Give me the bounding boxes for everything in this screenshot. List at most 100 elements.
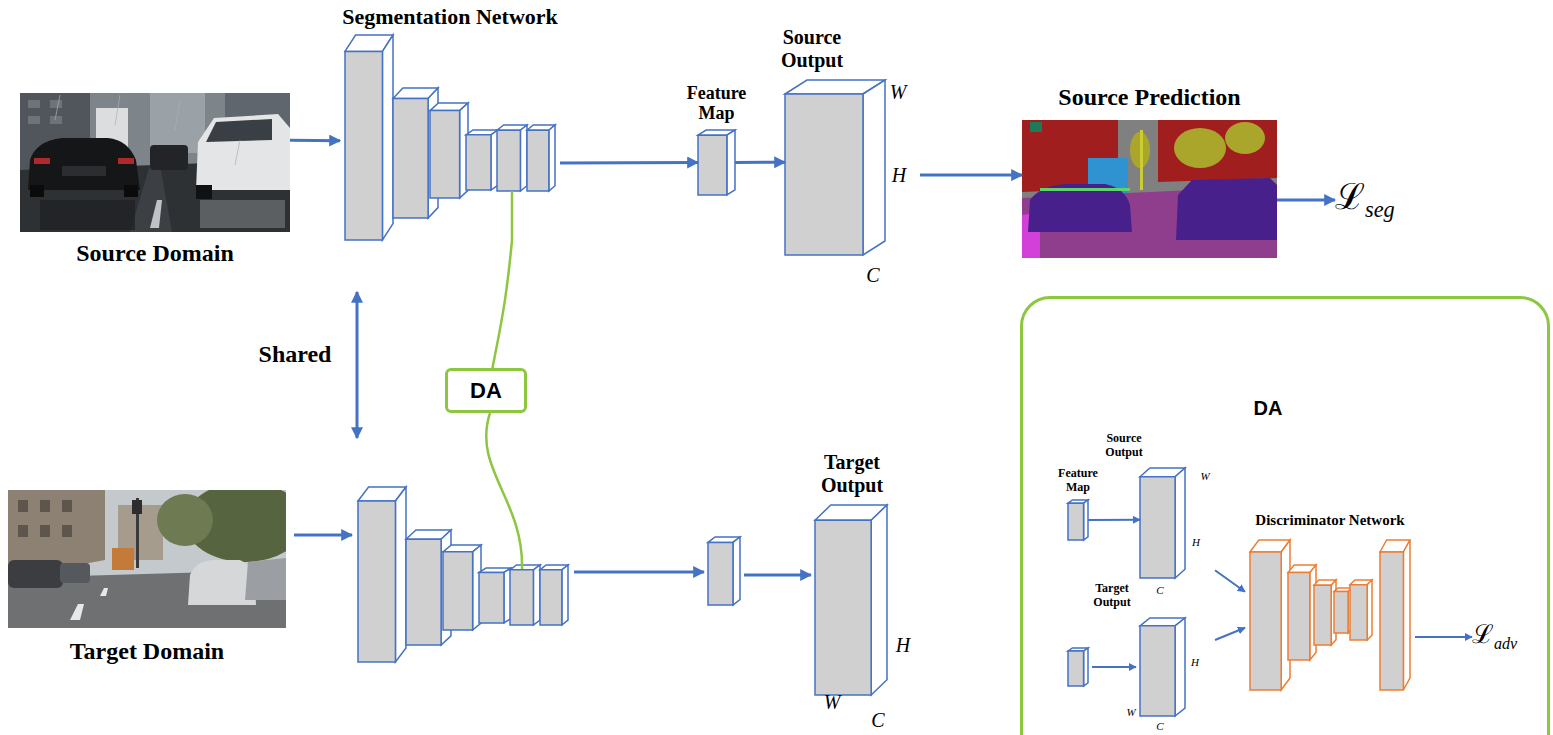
flow-arrow [294,534,352,537]
network-layers [497,125,527,191]
target-domain-photo [8,560,63,588]
source-domain-photo [196,185,212,199]
target-domain-photo [100,588,108,596]
node-heading: Source Output [1096,432,1152,460]
network-layers [345,35,393,240]
node-heading: Source Prediction [1000,84,1300,112]
flow-arrow [920,174,1022,177]
segmentation-map [1225,122,1265,154]
label-anchor: C [0,0,7,13]
tensor-slabs [815,505,887,695]
node-heading: Feature Map [677,83,757,124]
source-domain-photo [150,93,205,153]
dimension-label: H [1192,536,1200,549]
target-domain-photo [132,500,142,514]
source-domain-photo [196,114,290,190]
node-heading: Source Output [767,26,857,72]
network-layers [443,545,481,630]
label-anchor: C [0,0,13,23]
source-domain-photo [55,95,60,120]
network-layers [466,130,498,190]
feature-map: Feature Map [1068,500,1088,540]
source-domain-photo [20,93,290,232]
target-domain-photo [112,548,134,570]
source-domain-photo [150,200,162,228]
target-domain-photo [157,494,213,546]
dimension-label: W [1126,706,1135,719]
node-text: ℒadv [1472,620,1517,654]
tensor-slabs [698,80,1185,716]
link-line [492,240,512,368]
source-domain-photo [50,100,62,108]
label-anchor: C [0,0,13,23]
dimension-label: W [890,81,907,104]
source-domain-photo [34,158,50,164]
tensor-slabs [708,537,740,605]
target-image: Target Domain [8,490,286,628]
network-layers [527,125,555,191]
prediction-image: Source Prediction [1022,120,1277,258]
target-domain-photo [245,558,286,600]
source-domain-photo [28,138,140,190]
output-tensor: Target Output [815,505,915,695]
node-heading: DA [1003,397,1533,420]
segmentation-map [1176,178,1277,240]
flow-arrow [290,139,340,142]
tensor-slabs [1068,648,1088,686]
dimension-label: H [892,164,906,187]
label-anchor: H [0,0,8,13]
subscript: adv [1494,635,1517,652]
da-link-line [486,413,522,569]
flow-arrow [1215,628,1245,640]
label-anchor: H [0,0,8,13]
flow-arrow [560,161,698,164]
network-layers [510,565,540,625]
source-domain-photo [50,116,62,124]
source-domain-photo [118,158,134,164]
output-tensor: Target Output [1140,618,1215,716]
source-domain-photo [115,95,120,125]
discriminator-layers [1350,580,1372,640]
node-text: ℒseg [1335,177,1395,223]
tensor-slabs [1068,500,1088,540]
segmentation-map [1022,120,1277,258]
flow-arrow [744,574,811,577]
label-anchor: W [0,0,17,23]
output-tensor: Source Output [1140,468,1215,578]
source-domain-photo [200,200,285,228]
discriminator-layers [1250,540,1410,690]
node-heading: Source Domain [5,240,305,268]
source-domain-photo [20,93,290,232]
target-domain-photo [62,525,72,537]
node-heading: Segmentation Network [290,4,610,29]
discriminator-network: Discriminator Network [1245,535,1415,695]
da-link-line [511,191,514,240]
target-domain-photo [18,525,28,537]
flow-arrow [574,571,704,574]
label-anchor: Shared [0,0,73,28]
discriminator-layers [1314,580,1336,645]
flow-arrow [1415,636,1472,638]
node-heading: Feature Map [1053,467,1103,495]
feature-map: Feature Map [698,130,735,195]
flow-arrow [1277,199,1335,202]
target-domain-photo [40,500,50,512]
dimension-label: W [1200,470,1209,483]
annotation: Shared [259,341,332,369]
loss-term: ℒseg [1335,177,1395,223]
target-domain-photo [62,500,72,512]
segmentation-map [1040,188,1130,191]
loss-term: ℒadv [1472,620,1517,654]
target-domain-photo [18,500,28,512]
node-text: DA [470,378,502,403]
flow-arrow [294,292,1136,667]
discriminator-layers [1380,540,1410,690]
dimension-label: C [1156,584,1163,597]
node-heading: Target Domain [0,638,297,666]
dimension-label: H [1191,656,1199,669]
